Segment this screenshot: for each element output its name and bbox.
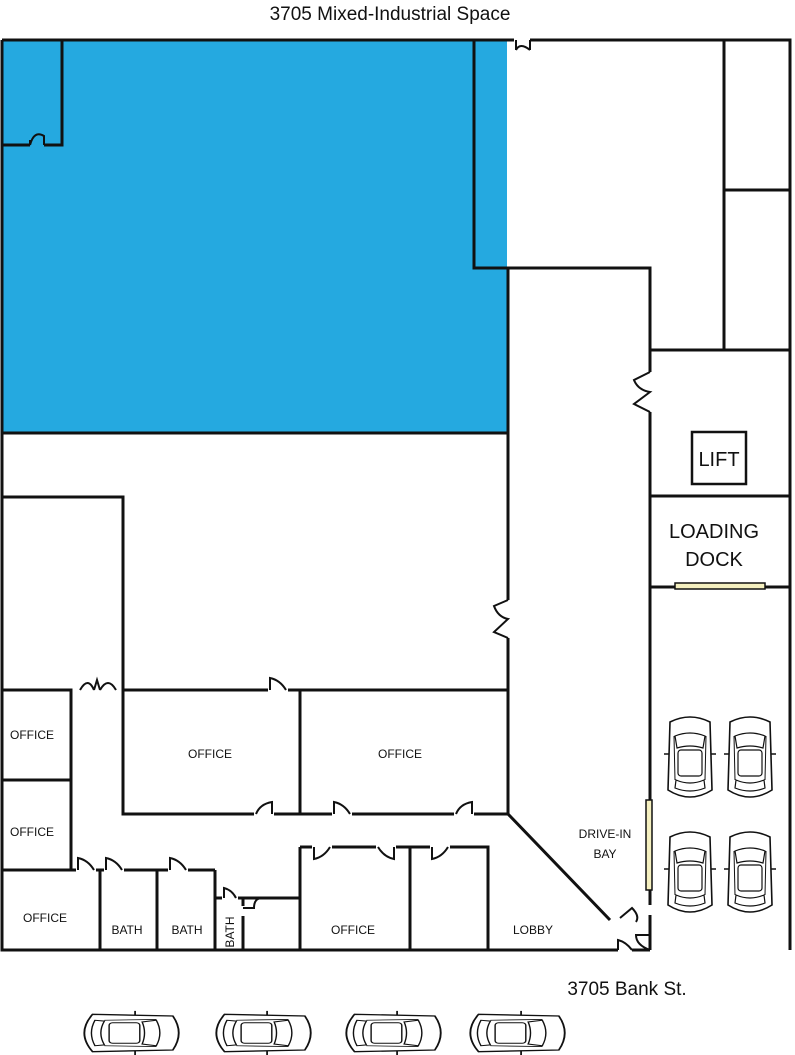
highlighted-space[interactable] [2, 40, 507, 433]
room-label-bath: BATH [171, 923, 202, 937]
door-swing-icon [29, 37, 656, 954]
room-label-office: OFFICE [10, 825, 54, 839]
page-title: 3705 Mixed-Industrial Space [270, 4, 511, 25]
car-icon [83, 716, 777, 1055]
room-label-dock: DOCK [685, 549, 743, 571]
outer-walls [0, 38, 792, 952]
room-label-bay: BAY [593, 847, 616, 861]
room-label-bath: BATH [111, 923, 142, 937]
loading-dock-door[interactable] [674, 582, 766, 590]
street-address: 3705 Bank St. [567, 979, 686, 1000]
room-label-loading: LOADING [669, 521, 759, 543]
room-label-lift: LIFT [698, 449, 739, 471]
room-label-lobby: LOBBY [513, 923, 553, 937]
room-label-office: OFFICE [10, 728, 54, 742]
room-label-office: OFFICE [378, 747, 422, 761]
room-label-office: OFFICE [23, 911, 67, 925]
room-label-drive-in: DRIVE-IN [579, 827, 632, 841]
room-label-office: OFFICE [331, 923, 375, 937]
room-label-bath-vertical: BATH [223, 916, 237, 947]
drive-in-bay-door[interactable] [645, 799, 653, 891]
lift-box [690, 430, 748, 486]
room-label-office: OFFICE [188, 747, 232, 761]
